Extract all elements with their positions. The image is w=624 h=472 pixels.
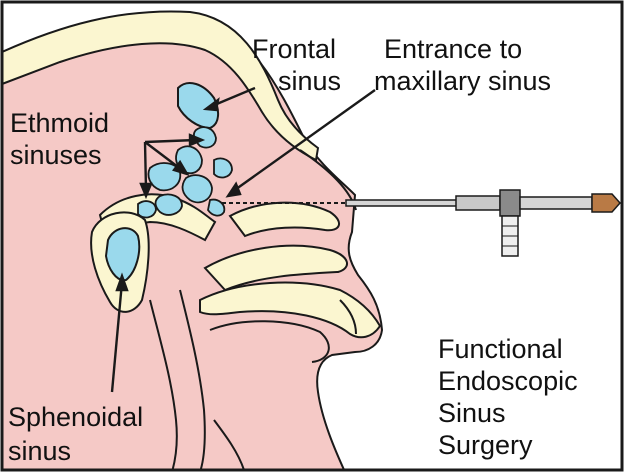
entrance-maxillary-label: Entrance to maxillary sinus — [374, 34, 551, 96]
procedure-label: Functional Endoscopic Sinus Surgery — [438, 334, 585, 460]
